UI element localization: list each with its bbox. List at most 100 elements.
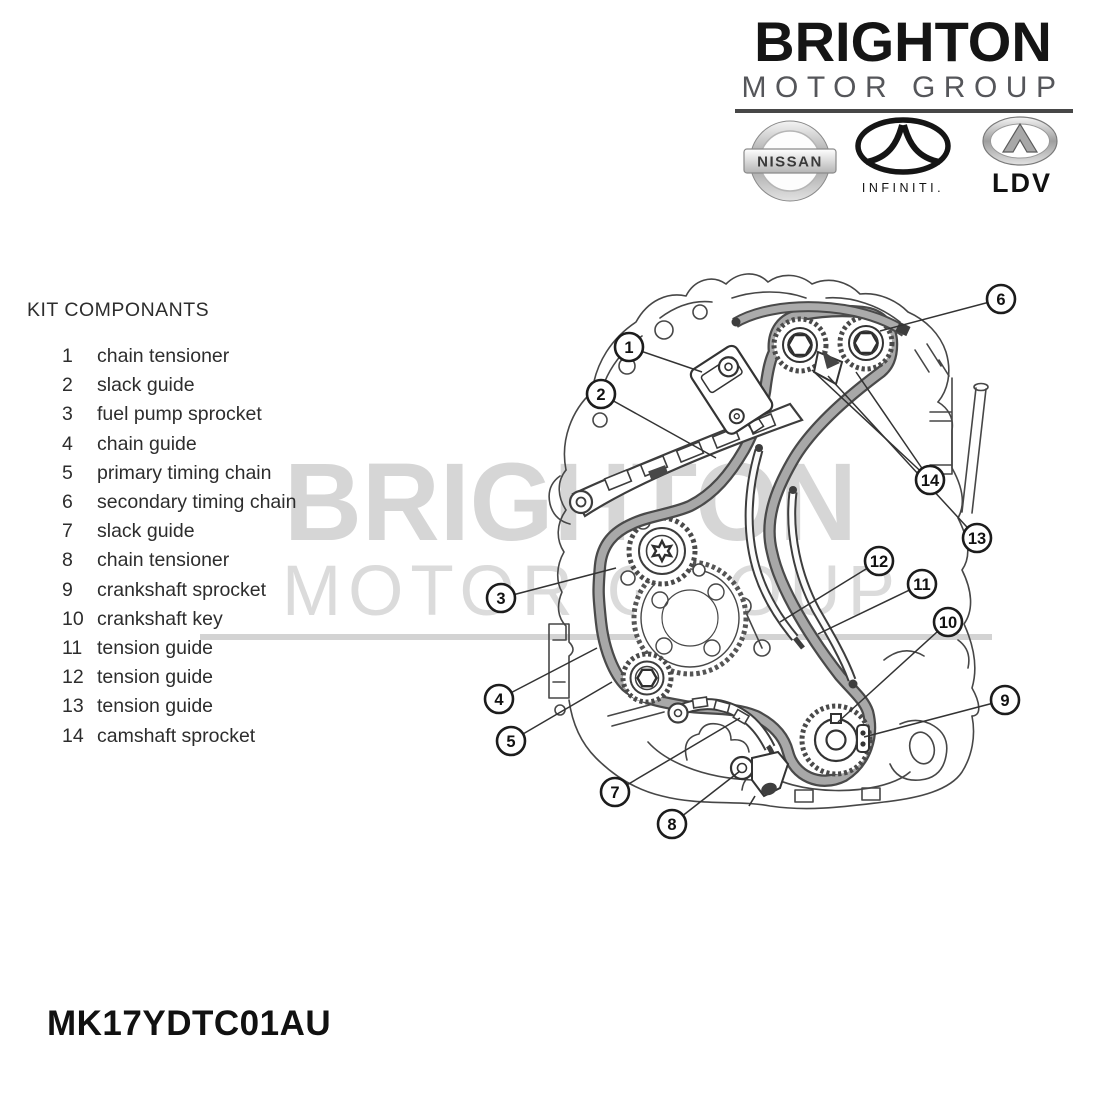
callout-leader-7 [614,717,741,793]
brand-logos: NISSAN INFINITI. LDV [743,116,1058,202]
callout-number-4: 4 [494,691,504,709]
callout-number-12: 12 [870,553,888,571]
brand-subtitle: MOTOR GROUP [741,71,1065,104]
callout-circle-8 [656,808,688,840]
kit-component-row: 13 tension guide [27,692,296,721]
kit-component-label: slack guide [97,520,195,543]
callout-circle-2 [585,378,617,410]
kit-component-label: chain tensioner [97,549,230,572]
callout-number-9: 9 [1000,692,1009,710]
callout-leader-4 [498,647,598,700]
crankshaft-sprocket [799,703,873,777]
ldv-logo-label: LDV [992,168,1052,198]
chain-tensioner-upper [689,344,774,435]
kit-component-number: 12 [62,666,84,689]
callout-number-5: 5 [506,733,515,751]
kit-component-row: 9 crankshaft sprocket [27,576,296,605]
callout-circle-5 [495,725,527,757]
tension-guide-11 [787,486,858,689]
nissan-logo-label: NISSAN [757,154,823,171]
callout-leader-10 [837,621,949,723]
secondary-chain-guide [731,301,911,337]
callout-number-10: 10 [939,614,957,632]
kit-component-row: 7 slack guide [27,517,296,546]
kit-component-number: 14 [62,724,84,747]
slack-guide-lower [667,696,776,768]
kit-component-label: camshaft sprocket [97,724,256,747]
brand-title: BRIGHTON [754,10,1052,73]
kit-component-number: 6 [62,491,73,514]
tension-guide-12 [744,444,805,650]
brand-divider [735,109,1073,113]
chain-clip [856,724,870,753]
callout-number-7: 7 [610,784,619,802]
kit-component-number: 10 [62,607,84,630]
primary-timing-chain [592,304,899,787]
kit-component-number: 3 [62,403,73,426]
kit-component-number: 7 [62,520,73,543]
kit-component-label: fuel pump sprocket [97,403,262,426]
kit-component-label: tension guide [97,666,214,689]
nissan-logo-icon: NISSAN [743,120,837,202]
callout-circle-6 [985,283,1017,315]
kit-component-row: 1 chain tensioner [27,342,296,371]
callout-number-6: 6 [996,291,1005,309]
large-gear [631,559,749,677]
kit-component-label: primary timing chain [97,461,272,484]
kit-component-label: crankshaft key [97,607,223,630]
callout-leader-9 [863,699,1006,738]
camshaft-sprocket-right [837,314,895,372]
callout-number-14: 14 [921,472,940,490]
callout-number-1: 1 [624,339,633,357]
callout-circle-13 [961,522,993,554]
slack-guide-upper [568,402,804,518]
fuel-pump-sprocket [620,514,706,587]
kit-component-number: 9 [62,578,73,601]
callout-number-3: 3 [496,590,505,608]
kit-component-number: 2 [62,374,73,397]
kit-component-row: 8 chain tensioner [27,546,296,575]
upper-tension-guide [812,350,844,386]
callout-circle-1 [613,331,645,363]
callout-number-13: 13 [968,530,986,548]
kit-component-row: 12 tension guide [27,663,296,692]
kit-component-number: 13 [62,695,84,718]
kit-component-label: secondary timing chain [97,491,297,514]
callout-leader-2 [600,393,717,459]
kit-component-row: 3 fuel pump sprocket [27,400,296,429]
part-number: MK17YDTC01AU [47,1004,332,1043]
callout-circle-7 [599,776,631,808]
idler-sprocket [620,651,674,705]
kit-heading: KIT COMPONANTS [27,299,210,321]
chain-tensioner-lower [729,750,790,807]
callout-leader-6 [879,298,1002,332]
callout-circle-3 [485,582,517,614]
infiniti-logo-icon: INFINITI. [855,117,951,195]
kit-component-number: 1 [62,345,73,367]
callout-leader-13 [827,375,978,539]
kit-component-label: tension guide [97,695,214,718]
crankshaft-key [830,713,842,724]
callout-number-11: 11 [913,576,930,594]
kit-component-label: crankshaft sprocket [97,578,267,601]
callout-circle-4 [483,683,515,715]
kit-component-row: 10 crankshaft key [27,605,296,634]
callout-leader-11 [817,583,923,635]
kit-component-number: 8 [62,549,73,572]
callout-number-2: 2 [596,386,605,404]
camshaft-sprocket-left [771,316,829,374]
kit-component-label: chain tensioner [97,345,230,367]
callout-circle-11 [906,568,938,600]
ldv-logo-icon: LDV [982,116,1058,198]
callout-circle-12 [863,545,895,577]
callout-number-8: 8 [667,816,676,834]
callout-leader-12 [779,560,880,623]
callout-circle-10 [932,606,964,638]
